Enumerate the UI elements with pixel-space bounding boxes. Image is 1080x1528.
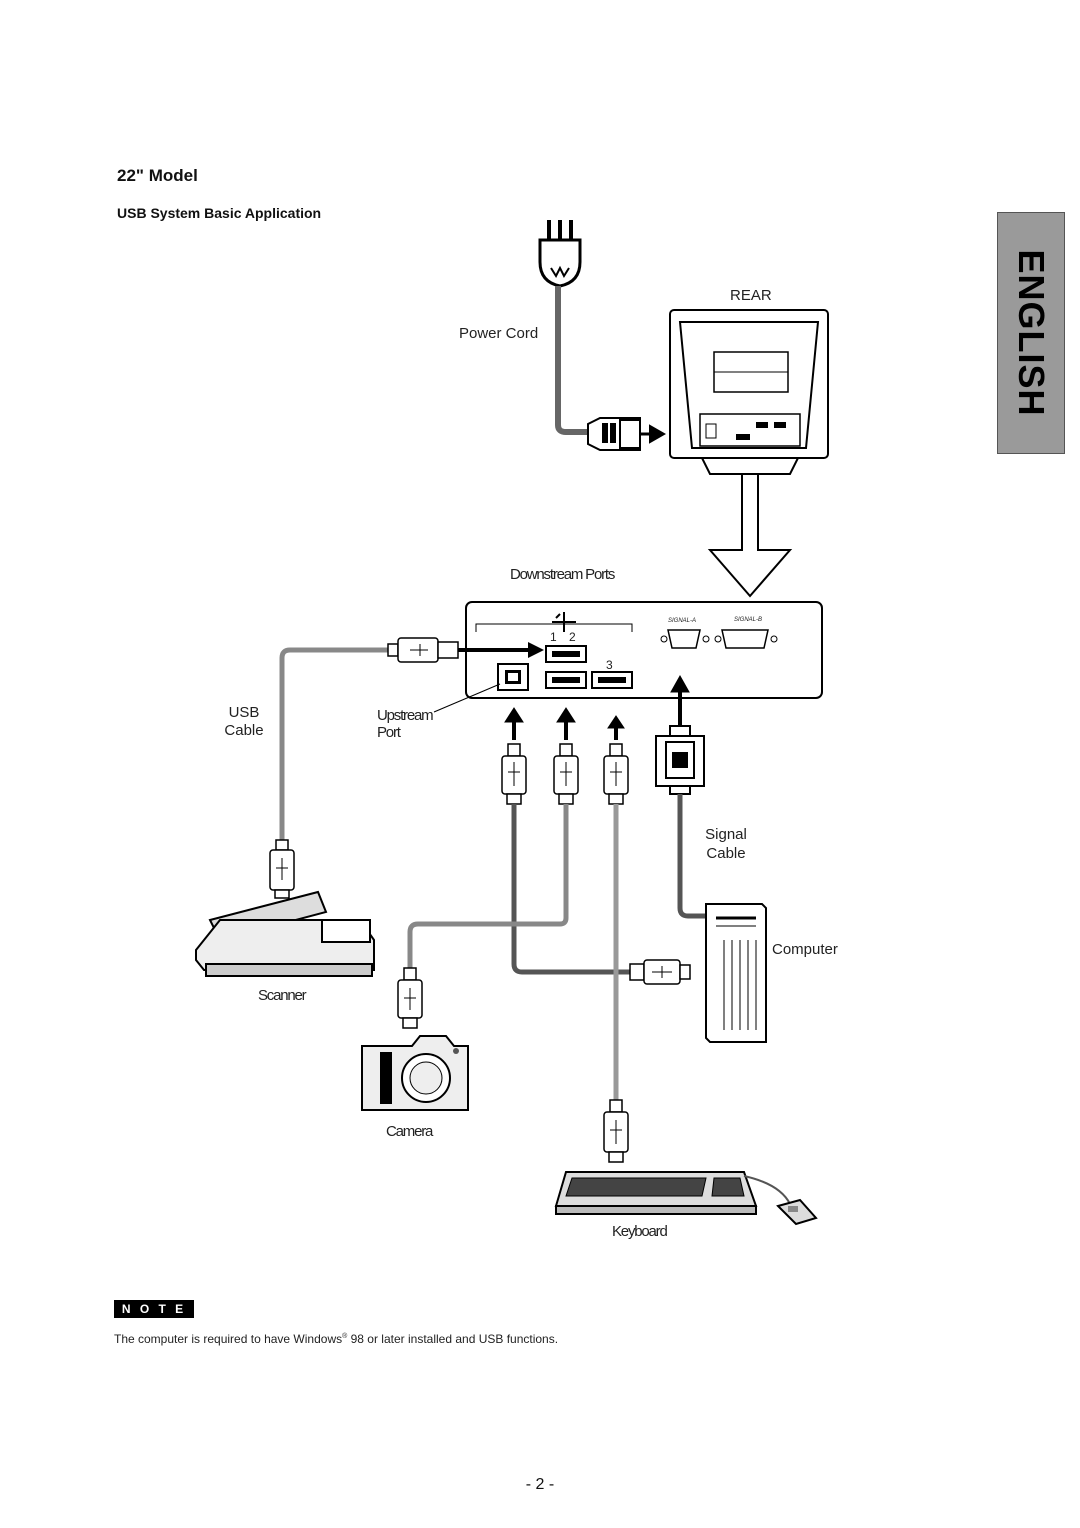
usb-plug-computer-side-icon: [629, 959, 691, 985]
upstream-pointer-line: [433, 683, 501, 713]
zoom-arrow-icon: [707, 473, 793, 598]
vga-plug-icon: [655, 725, 705, 795]
keyboard-label: Keyboard: [612, 1223, 668, 1240]
usb-plug-camera-side-icon: [397, 967, 423, 1029]
page-number: - 2 -: [525, 1476, 555, 1493]
usb-cable-label-line1: USB: [228, 704, 260, 721]
usb-cable-computer: [511, 804, 632, 975]
upstream-port-label-line2: Port: [377, 724, 401, 741]
note-text: The computer is required to have Windows…: [114, 1332, 558, 1346]
scanner-label: Scanner: [258, 987, 307, 1004]
language-tab: ENGLISH: [997, 212, 1065, 454]
port-number-2: 2: [569, 630, 576, 644]
monitor-rear-icon: [669, 309, 829, 475]
usb-plug-computer-icon: [553, 743, 579, 805]
signal-a-label: SIGNAL-A: [668, 618, 697, 624]
usb-plug-horizontal-icon: [387, 637, 459, 663]
port-arrows: [504, 674, 690, 740]
keyboard-icon: [554, 1171, 758, 1215]
computer-label: Computer: [772, 941, 838, 958]
usb-plug-keyboard-side-icon: [603, 1099, 629, 1163]
power-connector-icon: [587, 417, 667, 451]
usb-cable-camera: [407, 804, 569, 968]
downstream-ports-label: Downstream Ports: [510, 566, 615, 583]
port-number-1: 1: [550, 630, 557, 644]
note-text-part1: The computer is required to have Windows: [114, 1332, 343, 1346]
usb-plug-keyboard-icon: [603, 743, 629, 805]
camera-icon: [361, 1035, 469, 1111]
scanner-icon: [195, 890, 375, 977]
usb-arrow-head: [528, 642, 544, 658]
usb-plug-camera-icon: [501, 743, 527, 805]
upstream-port-label-line1: Upstream: [377, 707, 434, 724]
port-number-3: 3: [606, 658, 613, 672]
signal-cable-line: [677, 794, 706, 919]
note-badge: N O T E: [114, 1300, 194, 1318]
mouse-icon: [776, 1198, 818, 1226]
mouse-cable: [743, 1175, 791, 1205]
registered-mark: ®: [342, 1333, 348, 1340]
signal-b-label: SIGNAL-B: [734, 617, 763, 623]
power-cord-label: Power Cord: [459, 325, 539, 342]
signal-cable-label-line1: Signal: [705, 826, 747, 843]
camera-label: Camera: [386, 1123, 433, 1140]
section-title: USB System Basic Application: [117, 205, 322, 221]
note-text-part2: 98 or later installed and USB functions.: [347, 1332, 559, 1346]
usb-cable-scanner: [279, 647, 388, 840]
rear-label: REAR: [730, 287, 772, 304]
usb-plug-scanner-icon: [269, 839, 295, 899]
power-cord-line: [555, 286, 590, 435]
model-title: 22" Model: [117, 166, 198, 185]
computer-tower-icon: [705, 903, 767, 1043]
usb-cable-label-line2: Cable: [224, 722, 264, 739]
power-plug-icon: [538, 220, 582, 288]
signal-cable-label-line2: Cable: [706, 845, 746, 862]
usb-symbol-icon: [552, 612, 576, 632]
